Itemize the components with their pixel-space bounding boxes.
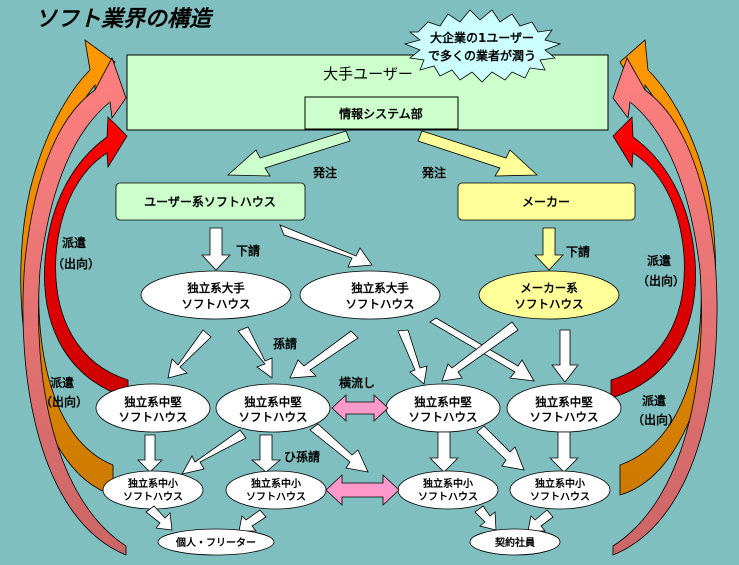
svg-text:ソフトハウス: ソフトハウス	[119, 410, 188, 424]
maker-label: メーカー	[522, 195, 570, 209]
svg-text:独立系中堅: 独立系中堅	[124, 395, 182, 409]
dispatch-label-right-upper: 派遣 （出向）	[637, 253, 685, 288]
lateral-label: 横流し	[339, 375, 375, 390]
arrow-t3-t4	[250, 434, 282, 473]
tier4-node[interactable]: 独立系中小 ソフトハウス	[102, 470, 204, 510]
dispatch-label-left-upper: 派遣 （出向）	[52, 235, 100, 271]
arrow-t3-t4	[429, 431, 459, 473]
dispatch-arrow-red-right	[610, 116, 696, 399]
tier4-node[interactable]: 独立系中小 ソフトハウス	[397, 470, 499, 510]
callout-text-line2: で多くの業者が潤う	[428, 48, 536, 63]
diagram-title: ソフト業界の構造	[35, 7, 214, 32]
order-arrow-right	[417, 130, 538, 177]
svg-text:派遣: 派遣	[50, 375, 74, 390]
arrow-t2-t3	[397, 329, 428, 385]
subcontract-label-right: 下請	[566, 244, 590, 259]
svg-text:独立系中堅: 独立系中堅	[244, 395, 302, 409]
tier2-node-maker[interactable]: メーカー系 ソフトハウス	[478, 270, 620, 320]
user-softhouse-box[interactable]	[115, 182, 306, 221]
order-label-left: 発注	[312, 165, 337, 180]
svg-text:独立系中小: 独立系中小	[128, 477, 178, 490]
lateral-arrow-lower	[325, 474, 400, 506]
freelance-node[interactable]: 個人・フリーター	[157, 528, 275, 556]
maker-box[interactable]	[457, 182, 636, 221]
dispatch-arrow-pink-left	[22, 57, 127, 556]
svg-text:ソフトハウス: ソフトハウス	[182, 297, 251, 311]
arrow-t4-t5	[145, 505, 173, 531]
contract-employee-node[interactable]: 契約社員	[469, 528, 561, 556]
subcontract-label-left: 下請	[236, 243, 260, 258]
svg-text:独立系大手: 独立系大手	[351, 281, 409, 295]
order-label-right: 発注	[421, 165, 446, 180]
svg-text:派遣: 派遣	[62, 235, 86, 250]
svg-text:独立系中小: 独立系中小	[251, 477, 301, 490]
tier3-node[interactable]: 独立系中堅 ソフトハウス	[215, 383, 331, 433]
arrow-t4-t5	[474, 505, 497, 531]
subcontract-arrow-right	[534, 227, 564, 271]
dispatch-label-right-lower: 派遣 （出向）	[632, 393, 680, 427]
info-system-dept-box[interactable]	[304, 96, 459, 130]
tier2-node[interactable]: 独立系大手 ソフトハウス	[299, 270, 441, 320]
major-user-label: 大手ユーザー	[323, 65, 413, 83]
svg-text:メーカー系: メーカー系	[520, 281, 578, 295]
great-grandchild-subcontract-label: ひ孫請	[284, 449, 320, 464]
arrow-t4-t5	[238, 509, 267, 532]
callout-starburst	[403, 9, 562, 83]
arrow-t3-t4	[181, 429, 247, 475]
info-system-dept-label: 情報システム部	[339, 106, 423, 121]
svg-text:派遣: 派遣	[647, 253, 671, 268]
tier3-node[interactable]: 独立系中堅 ソフトハウス	[385, 383, 501, 433]
svg-text:ソフトハウス: ソフトハウス	[530, 491, 590, 503]
tier2-node[interactable]: 独立系大手 ソフトハウス	[140, 270, 292, 320]
svg-text:（出向）: （出向）	[637, 273, 685, 288]
arrow-t3-t4	[476, 425, 525, 471]
arrow-t3-t4	[549, 431, 579, 473]
subcontract-arrow-left	[201, 227, 231, 271]
svg-text:独立系中堅: 独立系中堅	[414, 395, 472, 409]
dispatch-arrow-pink-right	[612, 57, 718, 556]
svg-text:ソフトハウス: ソフトハウス	[418, 491, 478, 503]
svg-text:個人・フリーター: 個人・フリーター	[175, 536, 256, 549]
arrow-t4-t5	[527, 509, 554, 532]
svg-text:（出向）: （出向）	[40, 394, 88, 409]
svg-text:独立系中堅: 独立系中堅	[535, 395, 593, 409]
svg-text:ソフトハウス: ソフトハウス	[409, 410, 478, 424]
svg-text:ソフトハウス: ソフトハウス	[123, 491, 183, 503]
tier4-node[interactable]: 独立系中小 ソフトハウス	[509, 470, 611, 510]
svg-text:独立系中小: 独立系中小	[423, 477, 473, 490]
lateral-arrow-upper	[331, 394, 389, 422]
svg-text:ソフトハウス: ソフトハウス	[515, 297, 584, 311]
order-arrow-left	[226, 130, 351, 177]
dispatch-arrow-red-left	[44, 116, 129, 399]
svg-text:契約社員: 契約社員	[495, 536, 535, 549]
svg-text:派遣: 派遣	[642, 393, 666, 408]
svg-text:（出向）: （出向）	[52, 256, 100, 271]
arrow-t2-t3	[289, 330, 359, 379]
svg-text:ソフトハウス: ソフトハウス	[346, 297, 415, 311]
svg-text:ソフトハウス: ソフトハウス	[239, 410, 308, 424]
tier3-node[interactable]: 独立系中堅 ソフトハウス	[506, 383, 622, 433]
user-softhouse-label: ユーザー系ソフトハウス	[144, 194, 276, 209]
arrow-t2-t3	[551, 329, 579, 383]
arrow-t2-t3	[167, 329, 212, 379]
svg-text:独立系大手: 独立系大手	[187, 281, 245, 295]
svg-text:ソフトハウス: ソフトハウス	[530, 410, 599, 424]
arrow-t3-t4	[309, 423, 369, 473]
svg-text:（出向）: （出向）	[632, 412, 680, 427]
callout-text-line1: 大企業の1ユーザー	[430, 30, 534, 45]
subcontract-arrow-diag	[279, 224, 373, 268]
grandchild-subcontract-label: 孫請	[273, 336, 297, 351]
arrow-t3-t4	[137, 434, 163, 473]
svg-text:独立系中小: 独立系中小	[535, 477, 585, 490]
arrow-t2-t3	[441, 321, 519, 382]
svg-text:ソフトハウス: ソフトハウス	[246, 491, 306, 503]
tier3-node[interactable]: 独立系中堅 ソフトハウス	[95, 383, 211, 433]
tier4-node[interactable]: 独立系中小 ソフトハウス	[225, 470, 327, 510]
dispatch-label-left-lower: 派遣 （出向）	[40, 375, 88, 409]
arrow-t2-t3	[237, 326, 273, 379]
